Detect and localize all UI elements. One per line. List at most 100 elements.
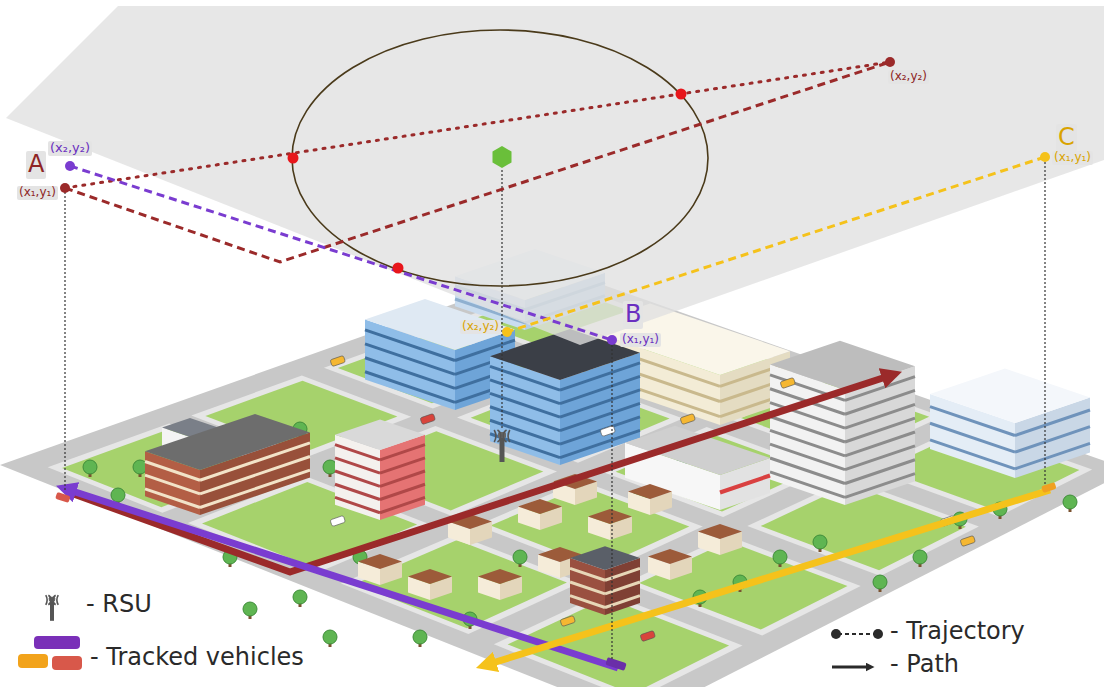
window-row: [380, 445, 425, 460]
signal-wave: [46, 595, 47, 605]
window-row: [770, 444, 845, 470]
window-row: [770, 458, 845, 484]
road-vehicle: [560, 615, 576, 626]
intersection-point: [288, 153, 299, 164]
legend-trajectory: [838, 633, 876, 635]
tree-crown: [413, 630, 427, 644]
window-row: [845, 418, 915, 442]
signal-wave: [494, 430, 496, 442]
window-row: [605, 568, 640, 580]
house: [358, 554, 402, 585]
window-row: [490, 366, 560, 390]
tree: [873, 575, 887, 592]
window-row: [845, 432, 915, 456]
building-roof: [625, 426, 770, 475]
road-vehicle: [420, 413, 436, 424]
trajectory-plane-layer: [6, 6, 1104, 660]
coordinate-label: (x₁,y₁): [1052, 151, 1093, 165]
projection-line: [501, 170, 502, 428]
window-row: [770, 416, 845, 442]
trajectory-endpoint: [502, 327, 512, 337]
window-row: [365, 330, 455, 361]
window-row: [365, 344, 455, 375]
building-roof: [570, 546, 640, 570]
window-row: [490, 407, 560, 431]
window-row: [845, 390, 915, 414]
signal-wave: [53, 595, 56, 605]
signal-wave: [57, 595, 58, 605]
house: [698, 524, 742, 555]
window-row: [380, 458, 425, 473]
window-row: [560, 417, 640, 444]
house: [518, 499, 562, 530]
building-roof: [628, 484, 672, 499]
road-vehicle: [960, 535, 976, 546]
trajectory-line: [65, 62, 890, 262]
building-roof: [358, 554, 402, 569]
window-row: [335, 445, 380, 460]
tree: [413, 630, 427, 647]
window-row: [845, 404, 915, 428]
path-layer: [55, 375, 1056, 671]
legend-path: [832, 666, 870, 669]
window-row: [845, 474, 915, 498]
window-row: [365, 372, 455, 403]
vehicle-letter: C: [1056, 124, 1077, 152]
tree-crown: [813, 535, 827, 549]
legend-vehicle: [18, 654, 48, 668]
tree-crown: [873, 575, 887, 589]
trajectory-endpoint: [60, 183, 70, 193]
building-roof: [698, 524, 742, 539]
trajectory-endpoint: [607, 335, 617, 345]
window-row: [770, 403, 845, 429]
coordinate-label: (x₂,y₂): [460, 320, 501, 334]
tree: [913, 550, 927, 567]
tracked-vehicle: [605, 657, 626, 671]
trajectory-plane: [6, 6, 1104, 345]
rsu-coverage: [292, 30, 708, 286]
hospital-building: [930, 369, 1090, 478]
projection-line: [1044, 162, 1045, 486]
brick-house: [570, 546, 640, 615]
window-row: [380, 471, 425, 486]
window-row: [560, 363, 640, 390]
trajectory-endpoint: [885, 57, 895, 67]
tree-crown: [513, 550, 527, 564]
window-row: [605, 582, 640, 594]
tree-crown: [773, 550, 787, 564]
vehicle-letter: A: [26, 151, 46, 179]
brick-building: [145, 414, 310, 515]
window-row: [380, 497, 425, 512]
trajectory-line: [70, 166, 612, 340]
tree-crown: [293, 590, 307, 604]
legend-vehicle: [52, 656, 82, 670]
tracked-vehicle: [1041, 482, 1056, 493]
window-row: [930, 423, 1015, 452]
window-row: [335, 497, 380, 512]
signal-wave: [48, 595, 51, 605]
building-roof: [145, 414, 310, 470]
coordinate-label: (x₂,y₂): [888, 70, 929, 84]
building-roof: [478, 569, 522, 584]
intersection-point: [393, 263, 404, 274]
office-building: [490, 329, 640, 465]
window-row: [560, 390, 640, 417]
tree-crown: [913, 550, 927, 564]
rsu-antenna: [494, 430, 510, 462]
tree-crown: [323, 630, 337, 644]
tree: [323, 630, 337, 647]
window-row: [845, 460, 915, 484]
tree: [323, 460, 337, 477]
window-row: [930, 407, 1015, 436]
road-vehicle: [680, 413, 696, 424]
tracked-vehicle: [55, 492, 70, 503]
rsu-head: [498, 432, 506, 438]
projection-line: [611, 345, 612, 660]
legend-text: - Tracked vehicles: [90, 644, 304, 672]
legend-vehicle: [34, 636, 80, 649]
road-vehicle: [330, 515, 346, 526]
house: [408, 569, 452, 600]
house: [478, 569, 522, 600]
road-vehicle: [330, 355, 346, 366]
